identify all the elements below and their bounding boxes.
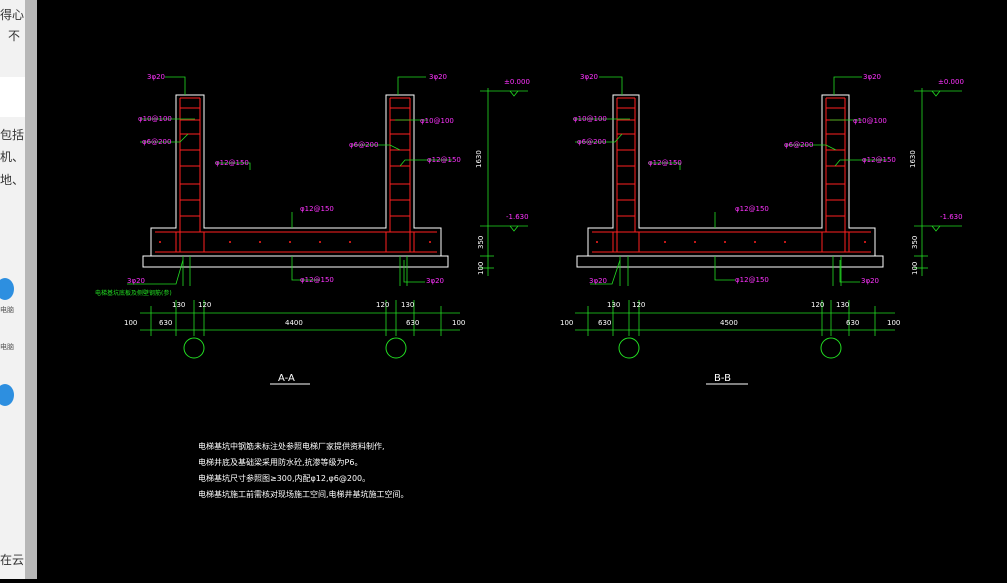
sidebar-blank-block	[0, 77, 25, 117]
dim-slab: 350	[477, 236, 485, 249]
label-top-rebar-left: 3φ20	[580, 73, 598, 81]
elev-bottom: -1.630	[506, 213, 529, 221]
horizontal-dimensions	[140, 300, 460, 336]
dim-cant-right: 630	[846, 319, 859, 327]
label-bottom-corner-right: 3φ20	[861, 277, 879, 285]
elev-top: ±0.000	[938, 78, 964, 86]
label-stirrup-left: φ6@200	[142, 138, 171, 146]
left-sidebar-panel: 得心 不 包括 机、 地、 电脑 电脑 在云	[0, 0, 25, 579]
dim-cant-left: 630	[598, 319, 611, 327]
dim-offset-right: 100	[887, 319, 900, 327]
elev-top: ±0.000	[504, 78, 530, 86]
label-wall-rebar-right: φ12@150	[862, 156, 896, 164]
dim-height: 1630	[909, 150, 917, 168]
rebar-dots	[596, 241, 866, 243]
label-bottom-corner-left: 3φ20	[589, 277, 607, 285]
dim-wall-right-b: 130	[401, 301, 414, 309]
label-slab-top-rebar: φ12@150	[735, 205, 769, 213]
label-tie-rebar-right: φ10@100	[420, 117, 454, 125]
axis-bubbles	[618, 337, 842, 359]
dim-wall-left-a: 130	[607, 301, 620, 309]
dim-height: 1630	[475, 150, 483, 168]
dim-wall-left-a: 130	[172, 301, 185, 309]
cushion-layer	[576, 255, 884, 268]
dim-wall-right-b: 130	[836, 301, 849, 309]
leader-lines	[573, 76, 887, 286]
label-tie-rebar-left: φ10@100	[138, 115, 172, 123]
dim-offset-left: 100	[560, 319, 573, 327]
general-notes: 电梯基坑中钢筋未标注处参照电梯厂家提供资料制作, 电梯井底及基础梁采用防水砼,抗…	[198, 441, 409, 499]
sidebar-text-line: 不	[8, 29, 21, 43]
dim-offset-left: 100	[124, 319, 137, 327]
label-stirrup-left: φ6@200	[577, 138, 606, 146]
sidebar-text-line: 在云	[0, 553, 25, 567]
label-wall-rebar-right: φ12@150	[427, 156, 461, 164]
leader-lines	[127, 76, 452, 286]
note-line: 电梯基坑尺寸参照图≥300,内配φ12,φ6@200。	[198, 473, 370, 483]
vertical-dimensions	[480, 88, 528, 276]
label-tie-rebar-left: φ10@100	[573, 115, 607, 123]
section-a-a: 3φ20 3φ20 φ10@100 φ6@200 φ10@100 φ6@200 …	[95, 73, 530, 385]
sidebar-text-line: 地、	[0, 173, 25, 187]
dim-span: 4400	[285, 319, 303, 327]
sidebar-text-line: 包括	[0, 128, 25, 142]
cushion-layer	[142, 255, 449, 268]
label-stirrup-right: φ6@200	[784, 141, 813, 149]
elev-bottom: -1.630	[940, 213, 963, 221]
label-top-rebar-right: 3φ20	[429, 73, 447, 81]
sidebar-text-line: 机、	[0, 150, 25, 164]
label-top-rebar-right: 3φ20	[863, 73, 881, 81]
dim-offset-right: 100	[452, 319, 465, 327]
dim-wall-right-a: 120	[811, 301, 824, 309]
label-note-small: 电梯基坑底板及侧壁钢筋(参)	[95, 289, 172, 297]
dim-span: 4500	[720, 319, 738, 327]
section-title-a-a: A-A	[278, 373, 295, 384]
label-stirrup-right: φ6@200	[349, 141, 378, 149]
note-line: 电梯基坑中钢筋未标注处参照电梯厂家提供资料制作,	[198, 441, 385, 451]
pit-outline	[587, 94, 876, 257]
dim-wall-right-a: 120	[376, 301, 389, 309]
label-tie-rebar-right: φ10@100	[853, 117, 887, 125]
label-bottom-corner-left: 3φ20	[127, 277, 145, 285]
note-line: 电梯井底及基础梁采用防水砼,抗渗等级为P6。	[198, 457, 362, 467]
stirrups	[612, 107, 850, 252]
section-title-b-b: B-B	[714, 373, 731, 384]
dim-cushion: 100	[911, 262, 919, 275]
pit-outline	[150, 94, 442, 257]
axis-bubbles	[183, 337, 407, 359]
label-slab-top-rebar: φ12@150	[300, 205, 334, 213]
label-slab-bottom-rebar: φ12@150	[300, 276, 334, 284]
sidebar-text-line: 得心	[0, 8, 25, 22]
stirrups	[175, 107, 415, 252]
dim-slab: 350	[911, 236, 919, 249]
rebar-dots	[159, 241, 431, 243]
cad-drawing: 3φ20 3φ20 φ10@100 φ6@200 φ10@100 φ6@200 …	[95, 73, 964, 499]
wall-rebar	[155, 97, 437, 253]
sidebar-icon-label: 电脑	[0, 306, 14, 314]
wall-rebar	[592, 97, 871, 253]
label-bottom-corner-right: 3φ20	[426, 277, 444, 285]
label-top-rebar-left: 3φ20	[147, 73, 165, 81]
sidebar-icon-label: 电脑	[0, 343, 14, 351]
dim-cant-left: 630	[159, 319, 172, 327]
cloud-app-icon[interactable]	[0, 384, 14, 406]
label-wall-rebar: φ12@150	[648, 159, 682, 167]
dim-wall-left-b: 120	[632, 301, 645, 309]
splitter-gutter[interactable]	[25, 0, 37, 579]
horizontal-dimensions	[575, 300, 895, 336]
vertical-dimensions	[914, 88, 962, 276]
label-slab-bottom-rebar: φ12@150	[735, 276, 769, 284]
dim-wall-left-b: 120	[198, 301, 211, 309]
cad-drawing-canvas[interactable]: 3φ20 3φ20 φ10@100 φ6@200 φ10@100 φ6@200 …	[37, 0, 1007, 579]
cloud-app-icon[interactable]	[0, 278, 14, 300]
dim-cant-right: 630	[406, 319, 419, 327]
note-line: 电梯基坑施工前需核对现场施工空间,电梯井基坑施工空间。	[198, 489, 409, 499]
label-wall-rebar: φ12@150	[215, 159, 249, 167]
section-b-b: 3φ20 3φ20 φ10@100 φ6@200 φ10@100 φ6@200 …	[560, 73, 964, 385]
dim-cushion: 100	[477, 262, 485, 275]
